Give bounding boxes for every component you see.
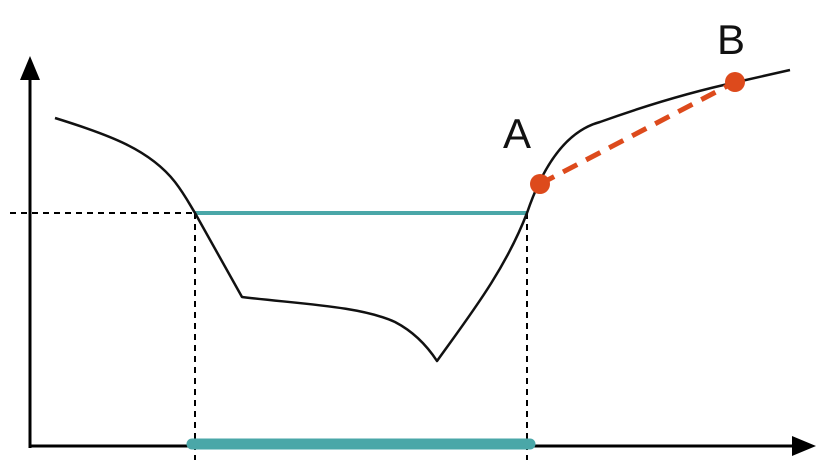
arrow-right-icon [792, 436, 816, 456]
arrow-up-icon [20, 56, 40, 80]
point-a-marker [530, 174, 550, 194]
point-a-label: A [503, 110, 531, 157]
function-curve [54, 68, 791, 363]
point-b-marker [725, 72, 745, 92]
point-b-label: B [717, 16, 745, 63]
secant-line-ab [538, 79, 737, 187]
